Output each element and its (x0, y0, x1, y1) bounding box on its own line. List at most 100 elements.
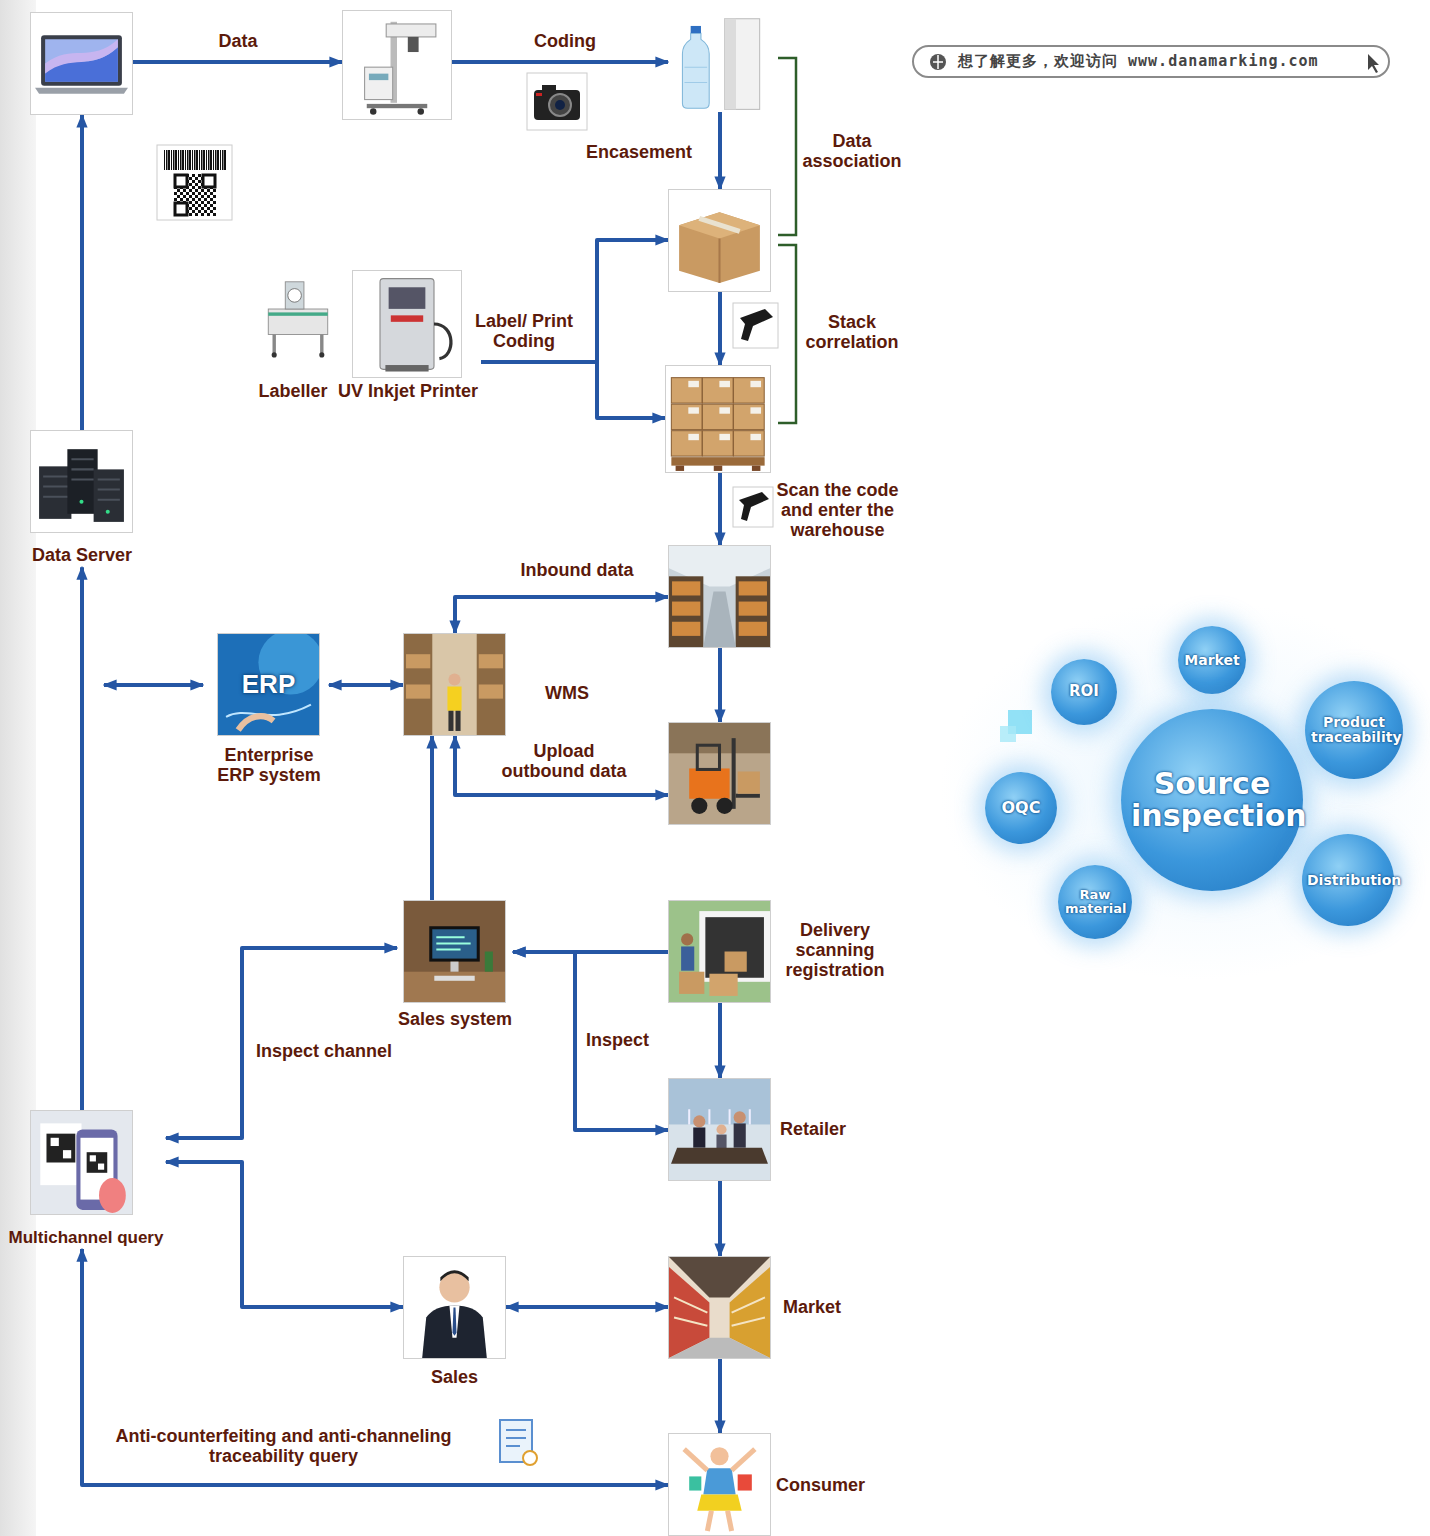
illustration (688, 407, 699, 413)
illustration (320, 335, 323, 354)
flow-arrow (430, 736, 434, 900)
illustration (434, 976, 474, 981)
illustration (733, 431, 764, 456)
illustration (668, 1433, 771, 1536)
illustration (703, 591, 735, 647)
illustration (669, 723, 770, 824)
illustration (389, 287, 426, 309)
link-icons (930, 54, 946, 70)
edge-label: Inspect channel (254, 1042, 394, 1062)
illustration (43, 459, 120, 499)
wms-image: WMS (403, 633, 506, 736)
illustration (352, 270, 462, 378)
warehouse-image (668, 545, 771, 648)
illustration (39, 466, 71, 519)
illustration (679, 212, 760, 238)
link-banner: 想了解更多，欢迎访问 www.danamarking.com (912, 45, 1390, 78)
flow-arrow (455, 736, 668, 795)
flow-arrow (80, 567, 84, 1110)
illustration (738, 1474, 752, 1490)
camera-icon (536, 93, 542, 96)
illustration (669, 901, 770, 1002)
barcode-icon (163, 150, 226, 170)
illustration (288, 289, 302, 303)
illustration (450, 962, 458, 972)
illustration (51, 1138, 59, 1146)
illustration (672, 602, 700, 616)
illustration (404, 901, 505, 1002)
bubble-text: OQC (1002, 800, 1041, 817)
illustration (725, 952, 747, 972)
illustration (669, 190, 770, 291)
illustration (671, 404, 702, 429)
illustration (90, 1155, 96, 1161)
illustration (365, 67, 393, 99)
bracket (778, 58, 796, 423)
illustration (31, 1111, 132, 1214)
illustration (79, 500, 83, 504)
barcode-icon (203, 175, 215, 187)
topic-bubble: Product traceability (1305, 681, 1404, 780)
illustration (669, 576, 703, 647)
camera-icon (527, 73, 587, 130)
illustration (733, 404, 764, 429)
illustration (369, 74, 388, 80)
flow-arrow (455, 597, 668, 633)
illustration (343, 11, 451, 119)
illustration (668, 900, 771, 1003)
illustration (688, 381, 699, 387)
flow-arrow (718, 1003, 722, 1078)
illustration (669, 1434, 770, 1535)
illustration (732, 738, 736, 809)
illustration (689, 768, 729, 798)
illustration (403, 633, 506, 736)
illustration (46, 1134, 75, 1163)
product-image (668, 12, 771, 112)
illustration (63, 1150, 71, 1158)
illustration (736, 576, 770, 647)
illustration (31, 13, 132, 114)
barcode-icon (175, 203, 187, 215)
caption: Sales (418, 1367, 491, 1387)
illustration (319, 352, 324, 357)
illustration (665, 365, 771, 473)
illustration (386, 24, 436, 37)
illustration (479, 654, 503, 668)
pallet-image (665, 365, 771, 473)
illustration (699, 218, 739, 231)
illustration (668, 12, 771, 112)
illustration (702, 404, 733, 429)
bubble-text: Source inspection (1131, 768, 1293, 831)
illustration (391, 315, 423, 321)
bracket-label: Data association (799, 132, 905, 172)
illustration (725, 19, 736, 110)
illustration (666, 366, 770, 472)
flow-arrow (718, 473, 722, 545)
query-image: Multichannel query (6, 1110, 166, 1249)
bubble-text: Raw material (1065, 888, 1125, 915)
illustration (45, 39, 118, 81)
topic-bubble: ROI (1051, 659, 1117, 725)
illustration (30, 1110, 133, 1215)
bubble-text: Product traceability (1311, 715, 1397, 744)
decor-cubes (1000, 726, 1016, 742)
delivery-image: Delivery scanning registration (668, 900, 771, 1003)
illustration (707, 1511, 731, 1531)
retailer-image: Retailer (668, 1078, 771, 1181)
illustration (750, 434, 761, 440)
illustration (447, 687, 461, 711)
sales-system-image: Sales system (397, 900, 513, 1031)
side-label: WMS (545, 683, 605, 703)
edge-label: Label/ Print Coding (468, 312, 580, 352)
illustration (666, 366, 770, 472)
illustration (418, 108, 424, 114)
illustration (691, 26, 701, 33)
flow-arrow (133, 60, 342, 64)
illustration (688, 434, 699, 440)
bubble-text: ROI (1069, 684, 1099, 700)
edge-label: Inspect (586, 1031, 661, 1051)
illustration (676, 466, 684, 471)
illustration (734, 1111, 746, 1123)
illustration (448, 711, 453, 731)
illustration (734, 1123, 746, 1147)
